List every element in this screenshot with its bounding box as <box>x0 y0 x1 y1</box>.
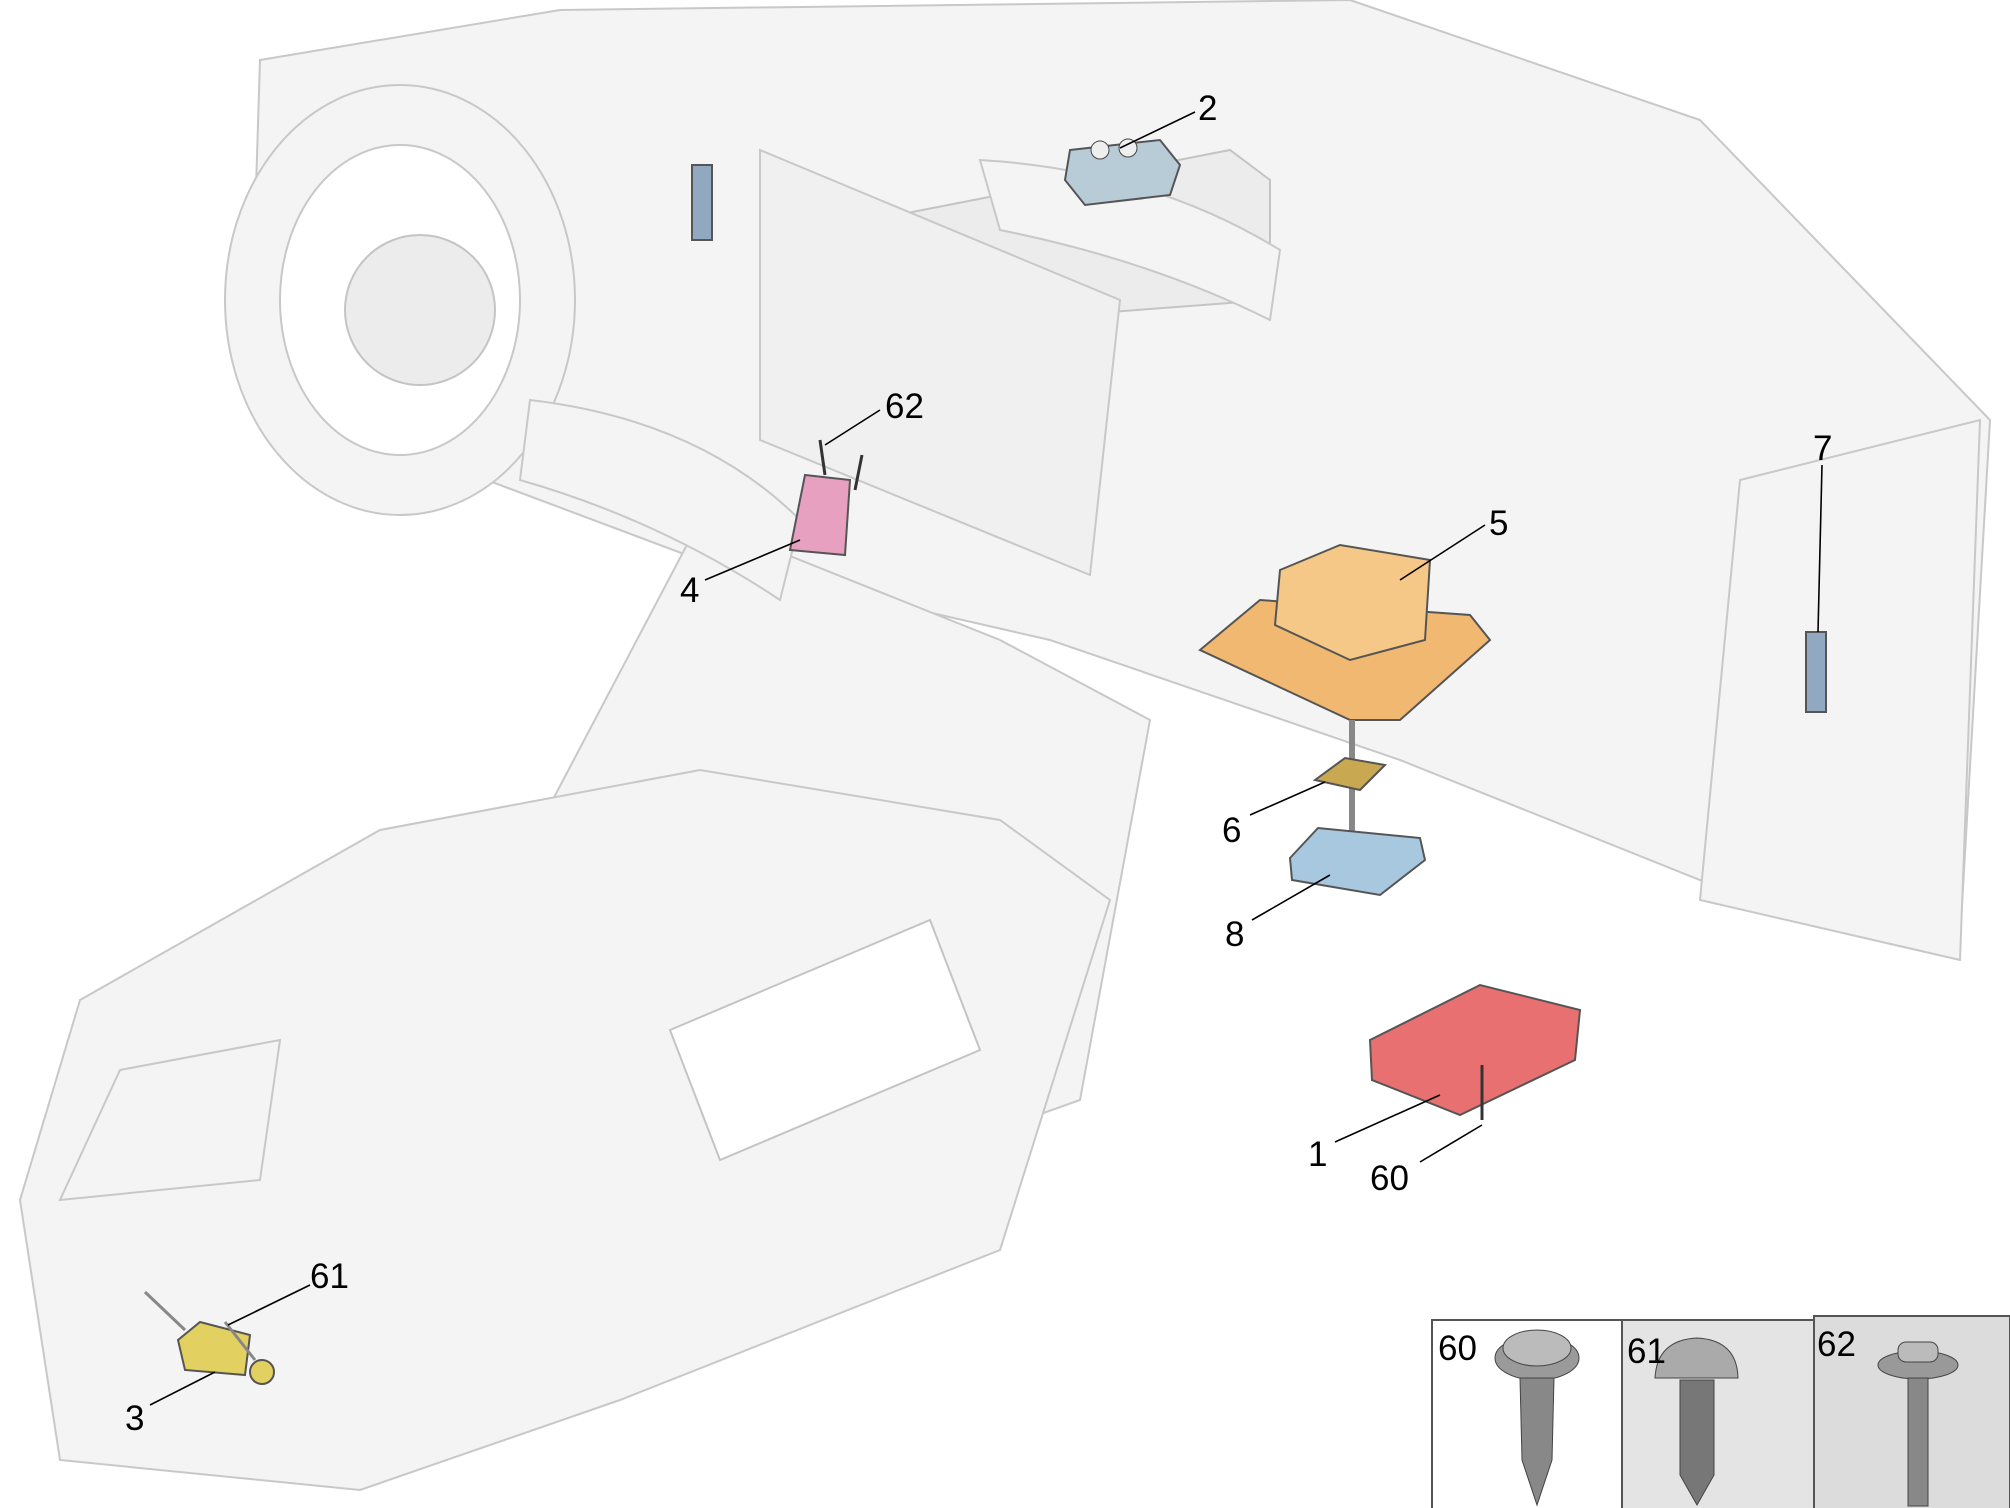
callout-4[interactable]: 4 <box>680 571 699 610</box>
callout-1[interactable]: 1 <box>1308 1135 1327 1174</box>
part-4-switch-module[interactable] <box>788 439 864 557</box>
part-6-connector-plate[interactable] <box>1312 720 1388 845</box>
callout-61[interactable]: 61 <box>310 1257 349 1296</box>
callout-6[interactable]: 6 <box>1222 811 1241 850</box>
callout-8[interactable]: 8 <box>1225 915 1244 954</box>
leader-lines <box>149 111 1823 1406</box>
part-5-airbag-module[interactable] <box>1198 543 1492 721</box>
dashboard-outline <box>18 0 1992 1492</box>
callout-7[interactable]: 7 <box>1813 429 1832 468</box>
part-8-bracket[interactable] <box>1288 826 1427 897</box>
part-1-control-unit[interactable] <box>1368 983 1582 1120</box>
screw-61-icon <box>1654 1337 1739 1507</box>
part-3-rear-module[interactable] <box>143 1290 275 1385</box>
screw-inset: 60 61 62 <box>1431 1315 2010 1508</box>
inset-label-62: 62 <box>1817 1325 1856 1364</box>
screw-60-icon <box>1494 1329 1580 1507</box>
callout-60[interactable]: 60 <box>1370 1159 1409 1198</box>
inset-label-60: 60 <box>1438 1329 1477 1368</box>
callout-5[interactable]: 5 <box>1489 504 1508 543</box>
part-2-sensor-module[interactable] <box>1063 138 1182 207</box>
callout-62[interactable]: 62 <box>885 387 924 426</box>
part-7-side-sensor[interactable] <box>1805 631 1827 713</box>
callout-3[interactable]: 3 <box>125 1399 144 1438</box>
screw-62-icon <box>1877 1341 1959 1507</box>
callout-labels: 2 62 4 5 7 6 8 1 60 61 3 <box>125 89 1832 1438</box>
part-unlabeled-sensor <box>691 164 713 241</box>
inset-label-61: 61 <box>1627 1332 1666 1371</box>
callout-2[interactable]: 2 <box>1198 89 1217 128</box>
